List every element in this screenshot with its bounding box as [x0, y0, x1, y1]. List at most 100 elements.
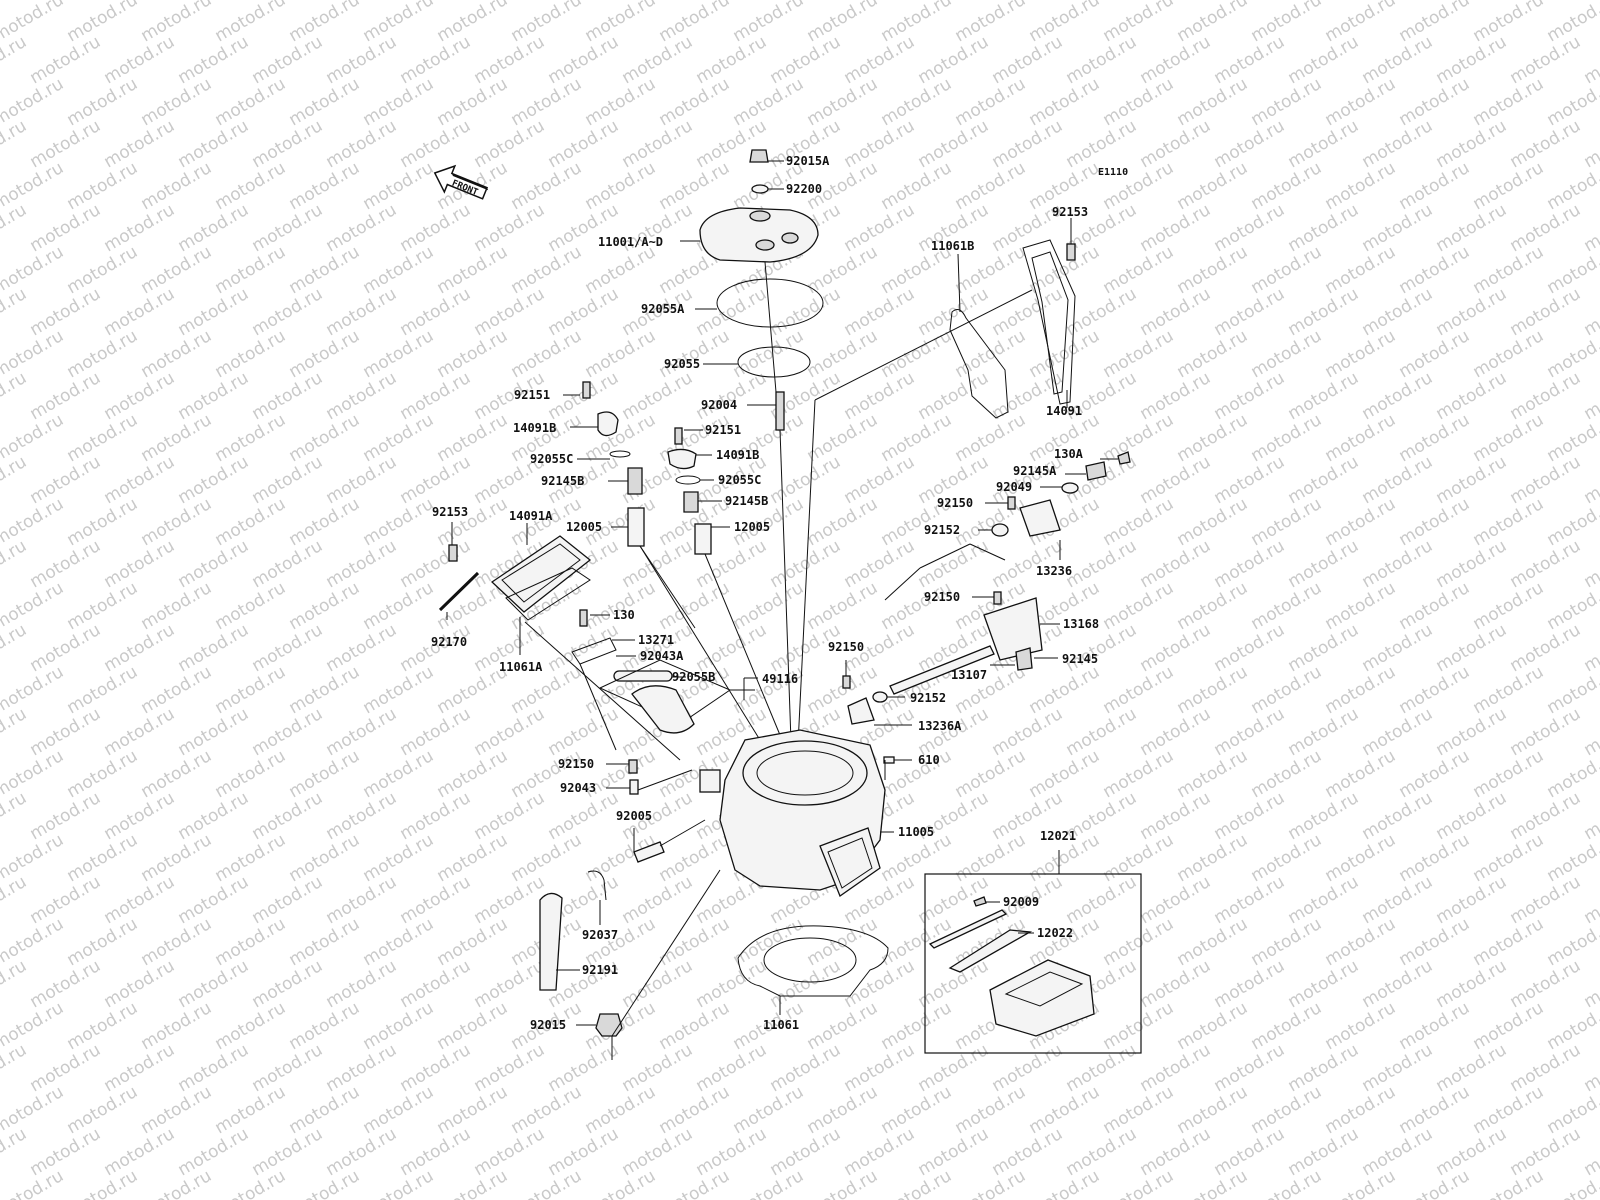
watermark-text: motod.ru: [434, 998, 512, 1054]
watermark-text: motod.ru: [1211, 200, 1289, 256]
watermark-text: motod.ru: [64, 494, 142, 550]
watermark-text: motod.ru: [1100, 410, 1178, 466]
watermark-text: motod.ru: [434, 410, 512, 466]
label-14091b-left: 14091B: [513, 421, 556, 435]
watermark-text: motod.ru: [286, 494, 364, 550]
watermark-text: motod.ru: [1026, 914, 1104, 970]
watermark-text: motod.ru: [64, 74, 142, 130]
watermark-text: motod.ru: [0, 536, 30, 592]
watermark-text: motod.ru: [1359, 1040, 1437, 1096]
watermark-text: motod.ru: [212, 578, 290, 634]
watermark-text: motod.ru: [1285, 704, 1363, 760]
watermark-text: motod.ru: [64, 746, 142, 802]
watermark-text: motod.ru: [249, 872, 327, 928]
watermark-text: motod.ru: [1063, 116, 1141, 172]
watermark-text: motod.ru: [0, 1040, 30, 1096]
watermark-text: motod.ru: [1248, 1166, 1326, 1200]
watermark-text: motod.ru: [1026, 662, 1104, 718]
watermark-text: motod.ru: [1433, 200, 1511, 256]
watermark-text: motod.ru: [915, 536, 993, 592]
watermark-text: motod.ru: [545, 788, 623, 844]
watermark-text: motod.ru: [471, 872, 549, 928]
watermark-text: motod.ru: [1211, 788, 1289, 844]
watermark-text: motod.ru: [323, 452, 401, 508]
watermark-text: motod.ru: [841, 200, 919, 256]
watermark-text: motod.ru: [397, 536, 475, 592]
watermark-text: motod.ru: [397, 1040, 475, 1096]
label-13236: 13236: [1036, 564, 1072, 578]
watermark-text: motod.ru: [360, 914, 438, 970]
watermark-text: motod.ru: [508, 74, 586, 130]
stud-92004: [775, 391, 785, 431]
watermark-text: motod.ru: [1433, 1124, 1511, 1180]
watermark-text: motod.ru: [212, 326, 290, 382]
nut-92015: [595, 1013, 623, 1037]
watermark-text: motod.ru: [323, 200, 401, 256]
watermark-text: motod.ru: [1322, 0, 1400, 46]
watermark-text: motod.ru: [138, 662, 216, 718]
watermark-text: motod.ru: [434, 242, 512, 298]
watermark-text: motod.ru: [1063, 872, 1141, 928]
watermark-text: motod.ru: [1285, 116, 1363, 172]
watermark-text: motod.ru: [1211, 704, 1289, 760]
watermark-text: motod.ru: [1063, 1040, 1141, 1096]
watermark-text: motod.ru: [1396, 914, 1474, 970]
exhaust-valve-covers: [796, 218, 1076, 766]
watermark-text: motod.ru: [582, 242, 660, 298]
watermark-text: motod.ru: [1322, 662, 1400, 718]
watermark-text: motod.ru: [767, 1124, 845, 1180]
watermark-text: motod.ru: [1359, 368, 1437, 424]
watermark-text: motod.ru: [841, 116, 919, 172]
watermark-text: motod.ru: [619, 368, 697, 424]
watermark-text: motod.ru: [1248, 158, 1326, 214]
watermark-text: motod.ru: [804, 578, 882, 634]
cylinder-head-group: [680, 149, 824, 771]
watermark-text: motod.ru: [1174, 410, 1252, 466]
label-92200: 92200: [786, 182, 822, 196]
watermark-text: motod.ru: [1137, 704, 1215, 760]
lever-13236: [1019, 499, 1061, 537]
watermark-text: motod.ru: [1581, 1124, 1600, 1180]
watermark-text: motod.ru: [1433, 452, 1511, 508]
watermark-text: motod.ru: [508, 1166, 586, 1200]
middle-valve-group: [667, 427, 781, 736]
watermark-text: motod.ru: [1248, 242, 1326, 298]
watermark-text: motod.ru: [693, 32, 771, 88]
watermark-text: motod.ru: [1470, 326, 1548, 382]
watermark-text: motod.ru: [0, 0, 30, 4]
watermark-text: motod.ru: [212, 914, 290, 970]
label-92009: 92009: [1003, 895, 1039, 909]
watermark-text: motod.ru: [841, 1040, 919, 1096]
watermark-text: motod.ru: [1248, 746, 1326, 802]
watermark-text: motod.ru: [1248, 0, 1326, 46]
watermark-text: motod.ru: [1396, 0, 1474, 46]
reed-valve-box-12021: [924, 850, 1142, 1054]
watermark-text: motod.ru: [64, 578, 142, 634]
watermark-text: motod.ru: [397, 704, 475, 760]
watermark-text: motod.ru: [1211, 1124, 1289, 1180]
watermark-text: motod.ru: [1581, 368, 1600, 424]
watermark-text: motod.ru: [1285, 872, 1363, 928]
watermark-text: motod.ru: [508, 1082, 586, 1138]
watermark-text: motod.ru: [1248, 578, 1326, 634]
watermark-text: motod.ru: [1100, 746, 1178, 802]
watermark-text: motod.ru: [1285, 32, 1363, 88]
watermark-text: motod.ru: [249, 956, 327, 1012]
label-92055b: 92055B: [672, 670, 715, 684]
cover-14091b-left: [597, 411, 619, 437]
watermark-text: motod.ru: [1174, 1166, 1252, 1200]
watermark-text: motod.ru: [1359, 788, 1437, 844]
watermark-text: motod.ru: [360, 158, 438, 214]
bolt-92150-a: [1007, 496, 1016, 510]
watermark-text: motod.ru: [545, 32, 623, 88]
watermark-text: motod.ru: [27, 452, 105, 508]
watermark-text: motod.ru: [286, 410, 364, 466]
watermark-text: motod.ru: [212, 998, 290, 1054]
screw-92009: [973, 896, 987, 907]
watermark-text: motod.ru: [1470, 0, 1548, 46]
label-92055: 92055: [664, 357, 700, 371]
watermark-text: motod.ru: [286, 74, 364, 130]
label-92043a: 92043A: [640, 649, 684, 663]
watermark-text: motod.ru: [1507, 956, 1585, 1012]
